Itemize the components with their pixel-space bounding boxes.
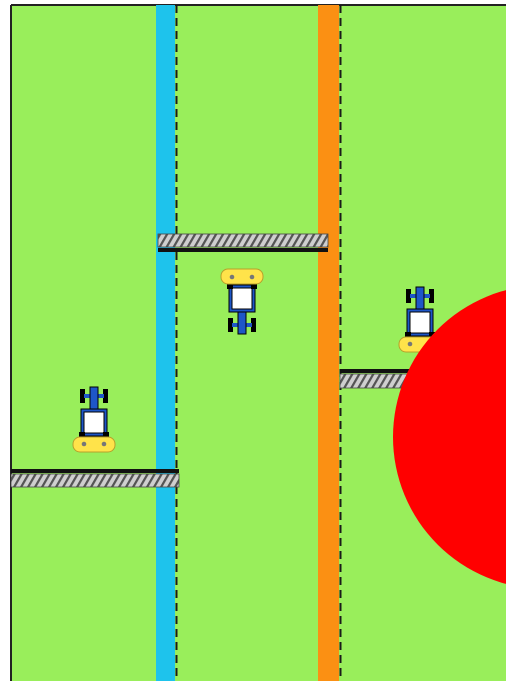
guidance-lane-blue — [156, 5, 177, 681]
tractor-2-boom-bar — [158, 248, 328, 252]
tractor-1-boom-bar — [11, 469, 179, 473]
tractor-1-boom — [11, 474, 179, 487]
guidance-lane-orange — [318, 5, 341, 681]
tractor-2-boom — [158, 234, 328, 247]
